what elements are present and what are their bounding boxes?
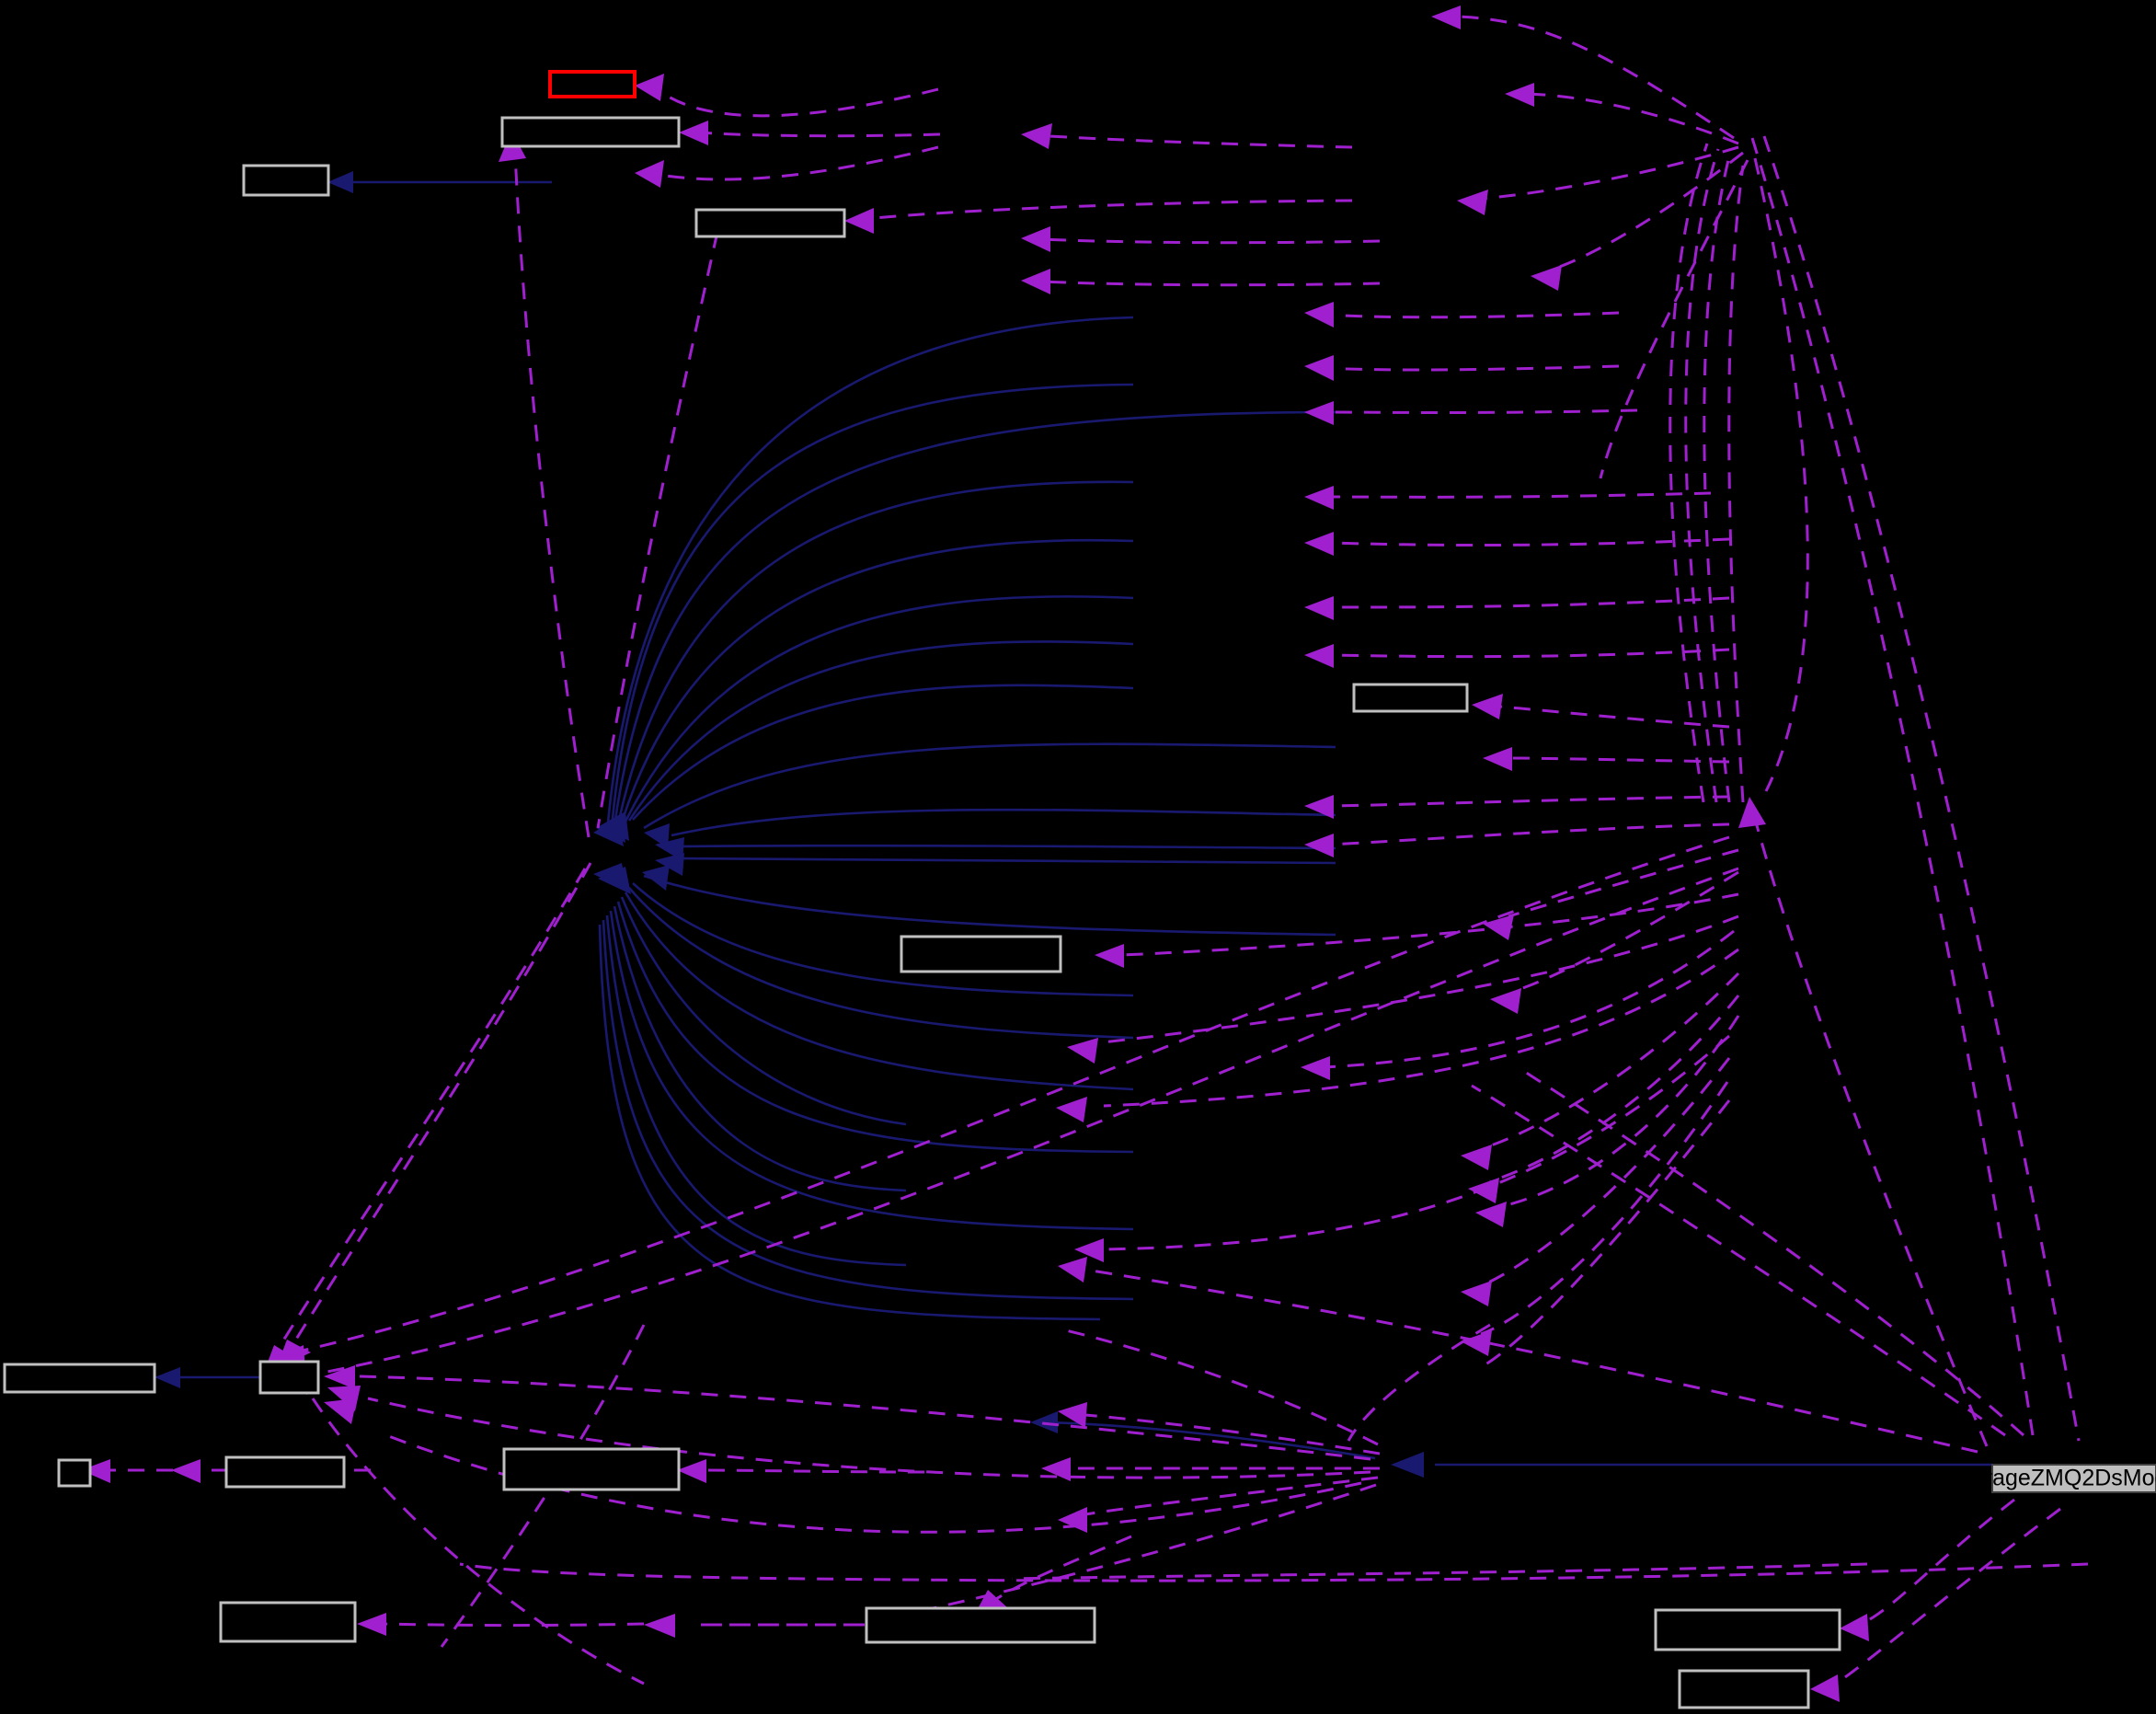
graph-node-box[interactable]: [900, 935, 1062, 973]
graph-node-box[interactable]: [694, 208, 846, 238]
graph-node[interactable]: [900, 935, 1062, 973]
graph-node-highlighted-box[interactable]: [548, 70, 636, 98]
node-layer: [3, 70, 1841, 1709]
graph-node[interactable]: [1678, 1669, 1810, 1709]
graph-node-box[interactable]: [3, 1363, 156, 1394]
graph-node-box[interactable]: [1352, 683, 1469, 713]
graph-node[interactable]: [865, 1606, 1096, 1644]
graph-node-box[interactable]: [1678, 1669, 1810, 1709]
graph-node-box[interactable]: [224, 1455, 346, 1489]
graph-node-box[interactable]: [500, 116, 681, 148]
graph-node[interactable]: [548, 70, 636, 98]
graph-node-box[interactable]: [1654, 1608, 1841, 1651]
graph-node-box[interactable]: [258, 1360, 320, 1395]
graph-node-box[interactable]: [219, 1601, 357, 1643]
focus-node[interactable]: StorageZMQ2DsModule: [1950, 1464, 2156, 1493]
edge-group-purple-dashed: [81, 6, 2089, 1702]
graph-node[interactable]: [1654, 1608, 1841, 1651]
graph-node-box[interactable]: [57, 1458, 92, 1488]
edge-group-blue-solid: [155, 171, 1992, 1478]
graph-node[interactable]: [258, 1360, 320, 1395]
graph-node[interactable]: [3, 1363, 156, 1394]
graph-node-box[interactable]: [242, 164, 330, 197]
graph-node[interactable]: [57, 1458, 92, 1488]
graph-node-box[interactable]: [502, 1447, 681, 1491]
graph-node[interactable]: [694, 208, 846, 238]
graph-node[interactable]: [242, 164, 330, 197]
graph-node-box[interactable]: [865, 1606, 1096, 1644]
graph-node[interactable]: [219, 1601, 357, 1643]
focus-node-layer[interactable]: StorageZMQ2DsModule: [1950, 1464, 2156, 1493]
graph-node[interactable]: [502, 1447, 681, 1491]
graph-node[interactable]: [500, 116, 681, 148]
focus-node-label: StorageZMQ2DsModule: [1950, 1466, 2156, 1491]
graph-node[interactable]: [224, 1455, 346, 1489]
focus-node-box[interactable]: [1991, 1464, 2156, 1493]
graph-node[interactable]: [1352, 683, 1469, 713]
